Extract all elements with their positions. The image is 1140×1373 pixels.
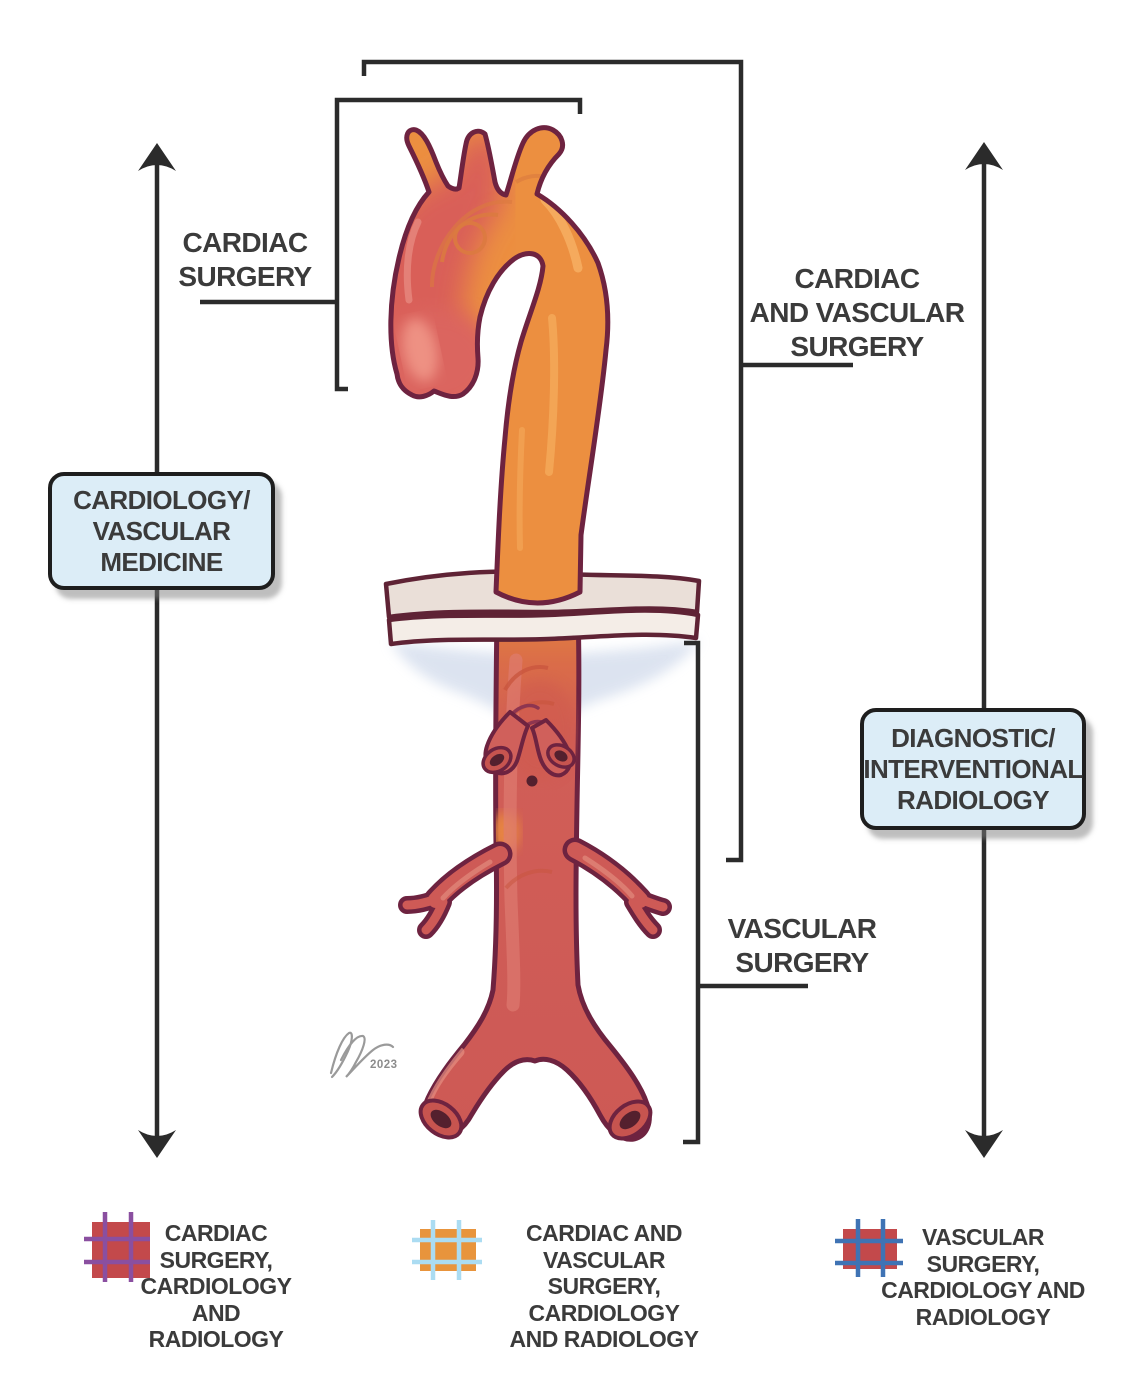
- left-double-arrow: [138, 143, 176, 1158]
- aortic-arch-shape: [388, 125, 611, 606]
- legend-label-cardiac-surgery: CARDIAC SURGERY, CARDIOLOGY AND RADIOLOG…: [140, 1220, 292, 1352]
- legend-label-vascular-surgery: VASCULAR SURGERY, CARDIOLOGY AND RADIOLO…: [881, 1224, 1085, 1330]
- renal-branches: [398, 837, 672, 939]
- callout-text: DIAGNOSTIC/ INTERVENTIONAL RADIOLOGY: [863, 722, 1083, 815]
- callout-diagnostic-interventional-radiology: DIAGNOSTIC/ INTERVENTIONAL RADIOLOGY: [860, 708, 1086, 830]
- signature-year: 2023: [370, 1059, 398, 1071]
- artist-signature: [329, 1031, 395, 1079]
- callout-text: CARDIOLOGY/ VASCULAR MEDICINE: [73, 484, 250, 577]
- right-double-arrow: [965, 142, 1003, 1158]
- callout-cardiology-vascular-medicine: CARDIOLOGY/ VASCULAR MEDICINE: [48, 472, 275, 590]
- bracket-vascular-surgery: [683, 640, 808, 1145]
- label-cardiac-surgery: CARDIAC SURGERY: [178, 227, 312, 292]
- legend-swatch-cardiac-and-vascular: [412, 1220, 482, 1280]
- legend-swatch-vascular-surgery: [835, 1219, 903, 1277]
- legend-label-cardiac-and-vascular: CARDIAC AND VASCULAR SURGERY, CARDIOLOGY…: [509, 1220, 700, 1352]
- label-cardiac-and-vascular-surgery: CARDIAC AND VASCULAR SURGERY: [749, 263, 965, 362]
- mesenteric-branches: [481, 703, 576, 787]
- bracket-cardiac-and-vascular-surgery: [361, 59, 853, 863]
- bracket-cardiac-surgery: [200, 97, 583, 392]
- legend-swatch-cardiac-surgery: [84, 1212, 150, 1282]
- label-vascular-surgery: VASCULAR SURGERY: [727, 913, 877, 978]
